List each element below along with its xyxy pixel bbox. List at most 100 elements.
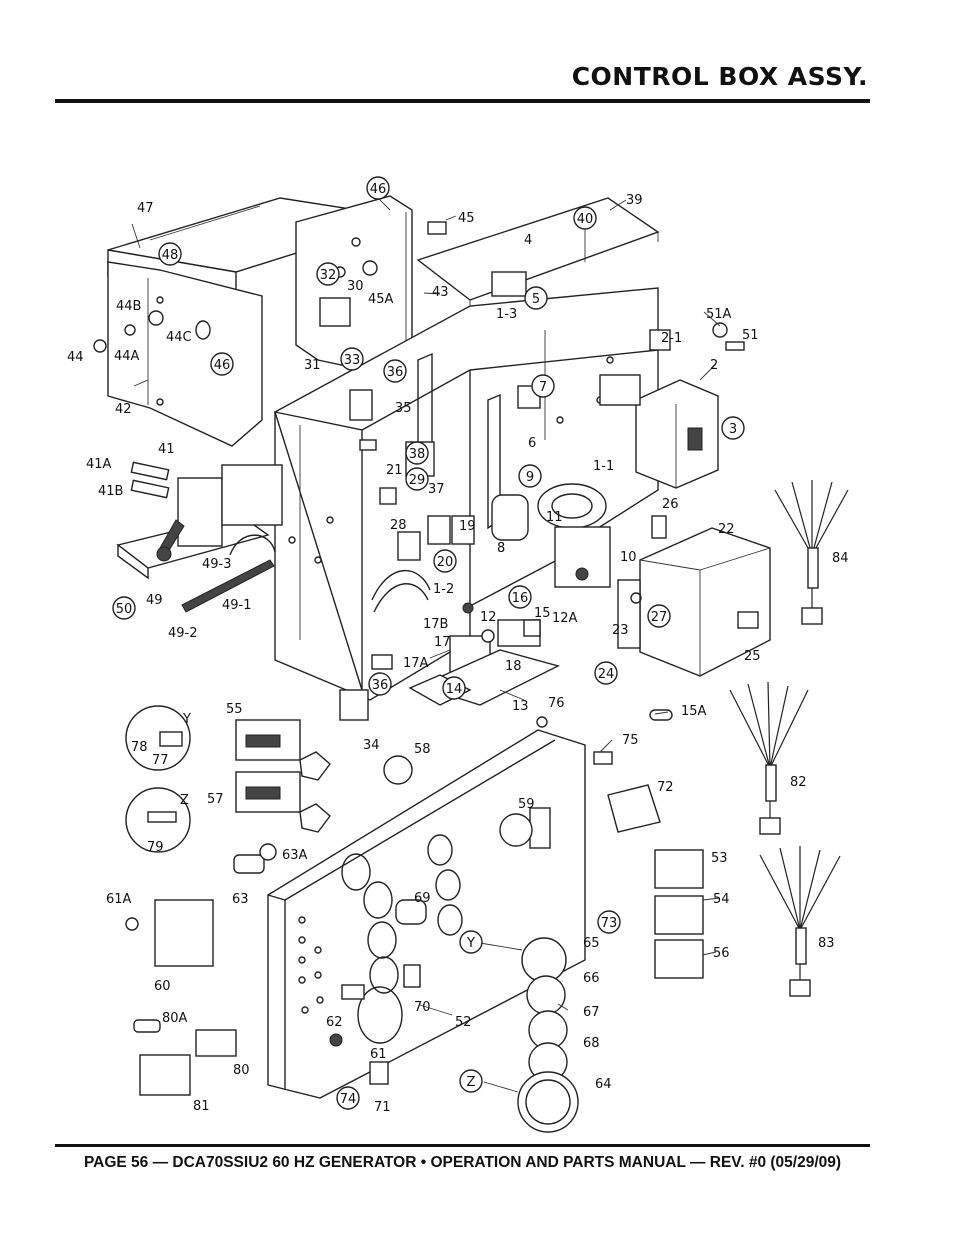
svg-text:32: 32: [320, 268, 337, 283]
detail-views: [125, 705, 191, 853]
callout-82: 82: [790, 775, 807, 790]
callout-76: 76: [548, 696, 565, 711]
part-callouts: 47 46 45 39 40 48 4 32 30 43 45A 5 44B 1…: [67, 176, 849, 1115]
svg-text:33: 33: [344, 353, 361, 368]
footer-rule: [55, 1144, 870, 1147]
terminal-strip-part: [599, 329, 671, 406]
side-panel-part: [107, 261, 263, 447]
callout-6: 6: [528, 436, 536, 451]
svg-text:20: 20: [437, 555, 454, 570]
callout-80A: 80A: [162, 1011, 188, 1026]
svg-text:27: 27: [651, 610, 668, 625]
callout-Y: Y: [182, 712, 191, 727]
callout-50: 50: [112, 596, 136, 620]
callout-1-3: 1-3: [496, 307, 517, 322]
callout-8: 8: [497, 541, 505, 556]
page-title: CONTROL BOX ASSY.: [571, 62, 868, 91]
callout-17: 17: [434, 635, 451, 650]
callout-66: 66: [583, 971, 600, 986]
callout-63: 63: [232, 892, 249, 907]
callout-19: 19: [459, 519, 476, 534]
callout-31: 31: [304, 358, 321, 373]
callout-77: 77: [152, 753, 169, 768]
callout-3: 3: [721, 416, 745, 440]
callout-35: 35: [395, 401, 412, 416]
callout-57: 57: [207, 792, 224, 807]
callout-62: 62: [326, 1015, 343, 1030]
callout-39: 39: [626, 193, 643, 208]
callout-44C: 44C: [166, 330, 192, 345]
callout-40: 40: [573, 206, 597, 230]
circuit-breaker-part: [635, 379, 719, 489]
callout-44A: 44A: [114, 349, 140, 364]
callout-68: 68: [583, 1036, 600, 1051]
callout-21: 21: [386, 463, 403, 478]
callout-41B: 41B: [98, 484, 123, 499]
callout-7: 7: [531, 374, 555, 398]
callout-55: 55: [226, 702, 243, 717]
svg-text:Y: Y: [466, 936, 475, 951]
top-plate-part: [416, 197, 660, 310]
callout-56: 56: [713, 946, 730, 961]
callout-73: 73: [597, 910, 621, 934]
callout-74: 74: [336, 1086, 360, 1110]
svg-text:36: 36: [372, 678, 389, 693]
callout-37: 37: [428, 482, 445, 497]
callout-83: 83: [818, 936, 835, 951]
callout-15: 15: [534, 606, 551, 621]
callout-64: 64: [595, 1077, 612, 1092]
svg-text:38: 38: [409, 447, 426, 462]
callout-24: 24: [594, 661, 618, 685]
callout-58: 58: [414, 742, 431, 757]
callout-27: 27: [647, 604, 671, 628]
callout-43: 43: [432, 285, 449, 300]
callout-18: 18: [505, 659, 522, 674]
svg-text:50: 50: [116, 602, 133, 617]
svg-text:7: 7: [539, 380, 547, 395]
callout-41: 41: [158, 442, 175, 457]
callout-26: 26: [662, 497, 679, 512]
header-rule: [55, 99, 870, 103]
callout-9: 9: [518, 464, 542, 488]
callout-79: 79: [147, 840, 164, 855]
callout-44B: 44B: [116, 299, 141, 314]
callout-51A: 51A: [706, 307, 732, 322]
callout-33: 33: [340, 347, 364, 371]
callout-45A: 45A: [368, 292, 394, 307]
callout-67: 67: [583, 1005, 600, 1020]
callout-17A: 17A: [403, 656, 429, 671]
callout-59: 59: [518, 797, 535, 812]
callout-61A: 61A: [106, 892, 132, 907]
callout-5: 5: [524, 286, 548, 310]
callout-17B: 17B: [423, 617, 448, 632]
hardware-parts: [93, 221, 745, 643]
callout-49-2: 49-2: [168, 626, 198, 641]
callout-65: 65: [583, 936, 600, 951]
leader-lines: [131, 197, 721, 1093]
callout-81: 81: [193, 1099, 210, 1114]
callout-25: 25: [744, 649, 761, 664]
svg-text:73: 73: [601, 916, 618, 931]
callout-12: 12: [480, 610, 497, 625]
callout-28: 28: [390, 518, 407, 533]
callout-15A: 15A: [681, 704, 707, 719]
callout-Z: Z: [180, 793, 189, 808]
callout-75: 75: [622, 733, 639, 748]
callout-63A: 63A: [282, 848, 308, 863]
callout-71: 71: [374, 1100, 391, 1115]
callout-13: 13: [512, 699, 529, 714]
svg-text:5: 5: [532, 292, 540, 307]
svg-text:9: 9: [526, 470, 534, 485]
callout-84: 84: [832, 551, 849, 566]
callout-30: 30: [347, 279, 364, 294]
callout-70: 70: [414, 1000, 431, 1015]
callout-2: 2: [710, 358, 718, 373]
callout-49-1: 49-1: [222, 598, 252, 613]
callout-72: 72: [657, 780, 674, 795]
page-footer: PAGE 56 — DCA70SSIU2 60 HZ GENERATOR • O…: [83, 1154, 842, 1171]
callout-42: 42: [115, 402, 132, 417]
callout-10: 10: [620, 550, 637, 565]
callout-51: 51: [742, 328, 759, 343]
callout-20: 20: [433, 549, 457, 573]
